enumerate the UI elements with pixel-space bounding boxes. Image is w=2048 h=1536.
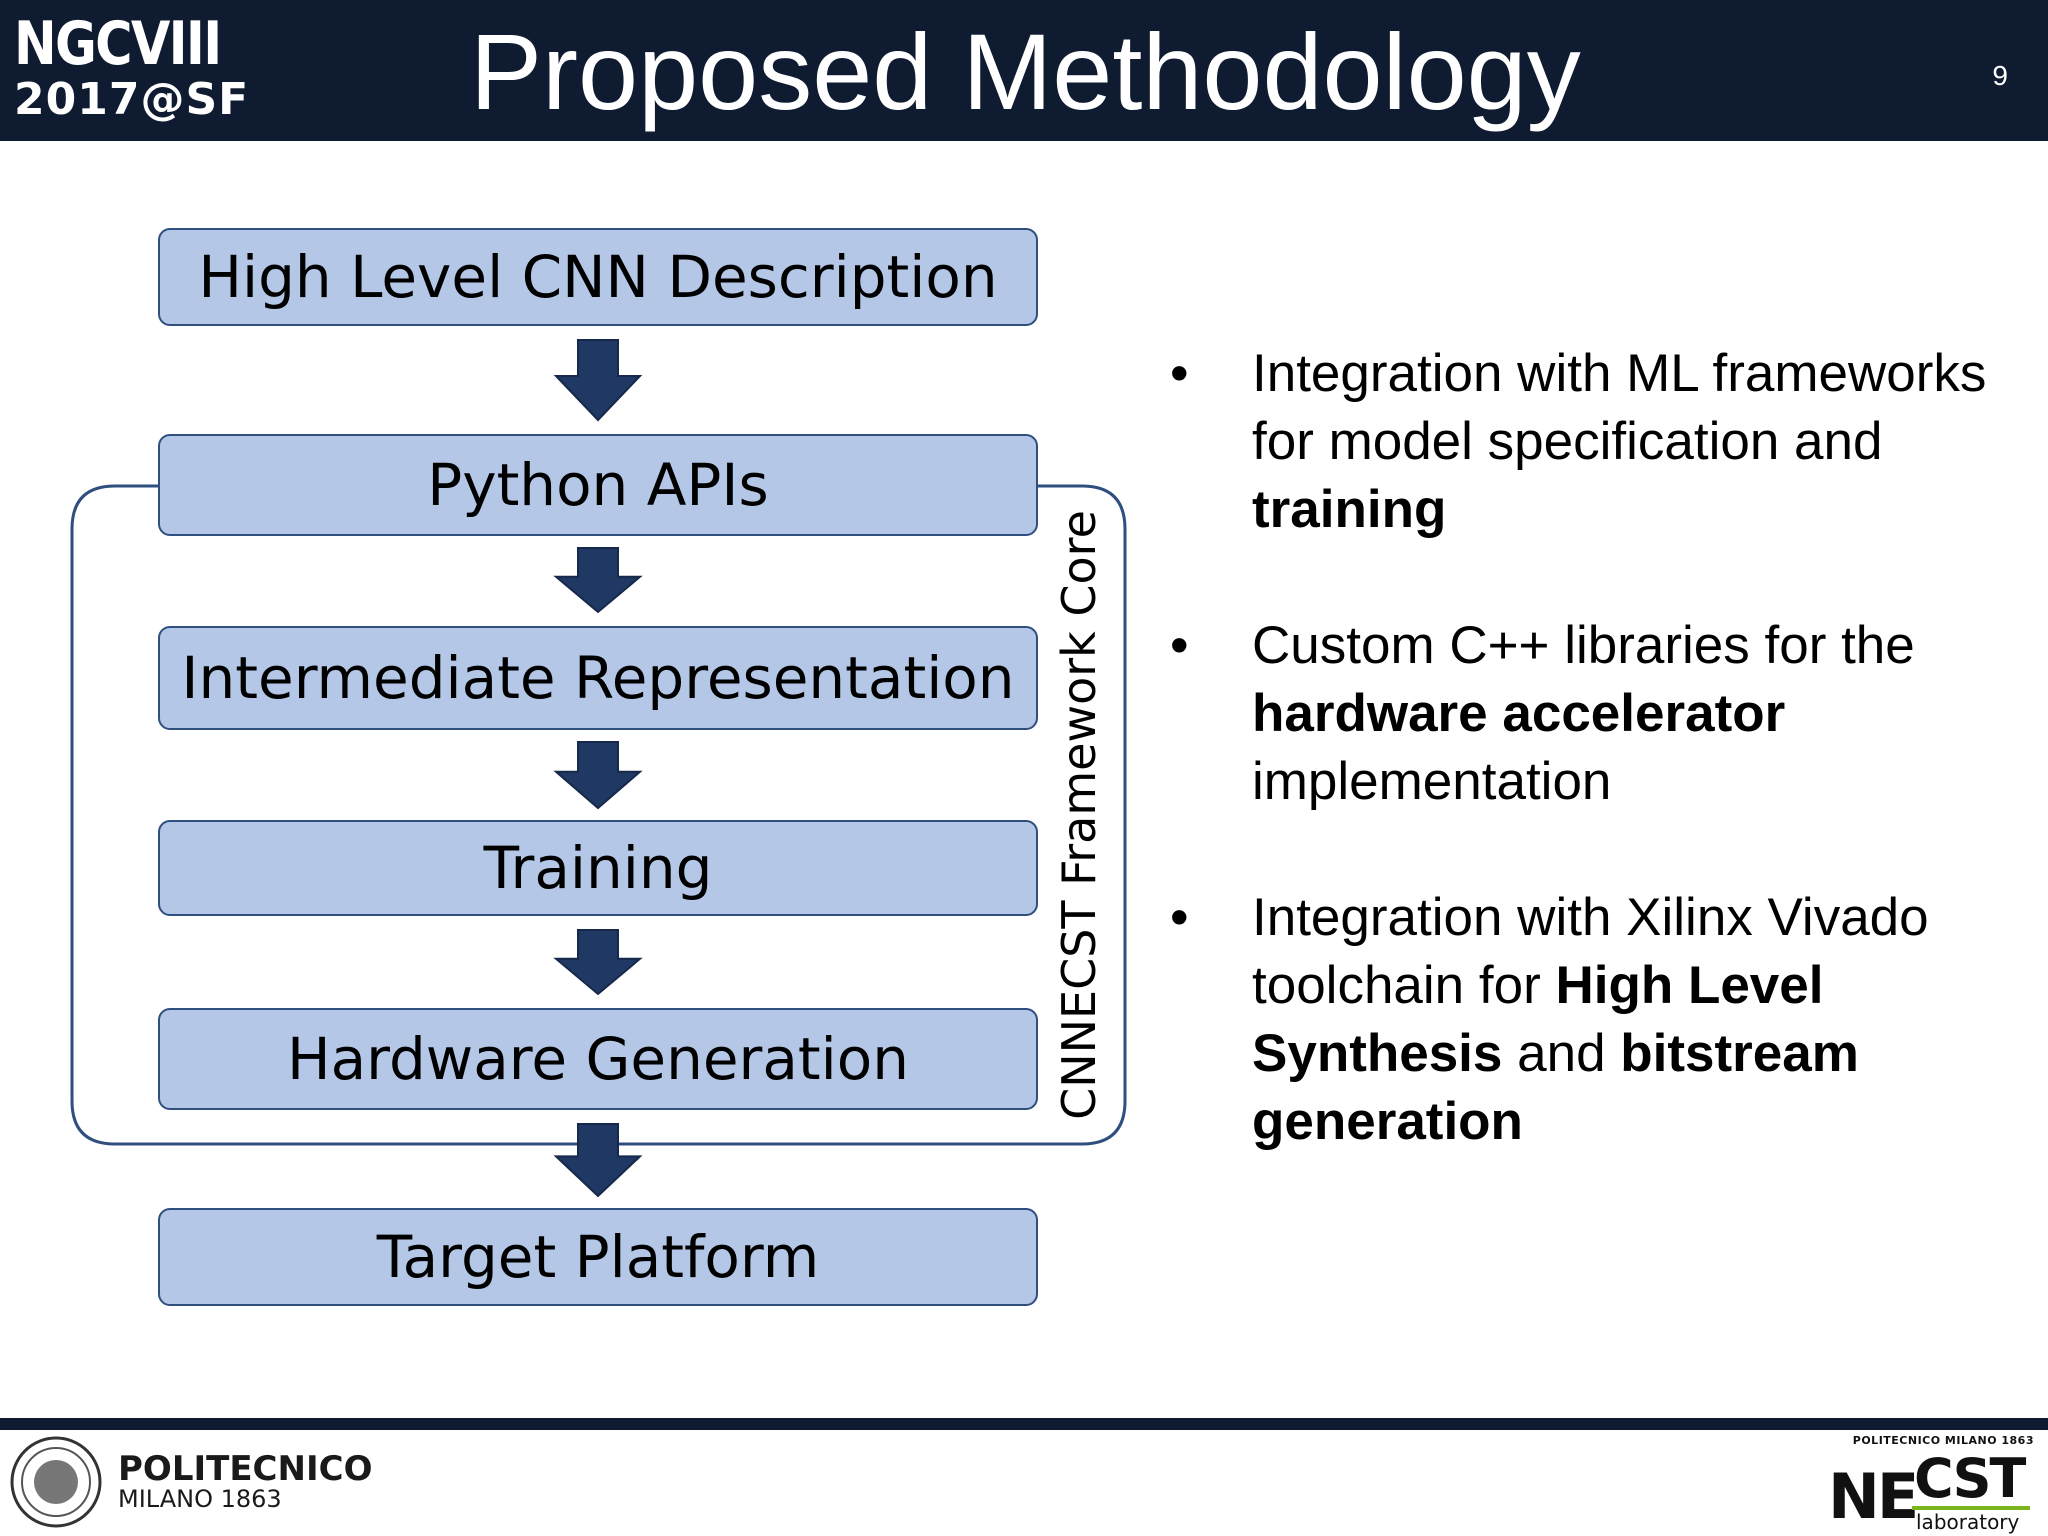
bullet-text: Integration with Xilinx Vivado toolchain… [1252, 888, 1929, 1015]
logo-line2: 2017@SF [14, 74, 250, 125]
down-arrow-4 [553, 929, 643, 996]
necst-cst: CST [1914, 1447, 2026, 1510]
down-arrow-1 [553, 339, 643, 422]
framework-label: CNNECST Framework Core [1052, 510, 1106, 1120]
necst-lab: laboratory [1916, 1510, 2020, 1534]
step-python-apis: Python APIs [158, 434, 1038, 536]
footer-bar [0, 1418, 2048, 1430]
bullet-bold-text: bitstream generation [1252, 1024, 1859, 1151]
down-arrow-3 [553, 741, 643, 810]
necst-green-bar [1912, 1506, 2030, 1510]
header-bar: NGCVIII 2017@SF Proposed Methodology 9 [0, 0, 2048, 141]
down-arrow-2 [553, 547, 643, 614]
bullet-bold-text: hardware accelerator [1252, 684, 1786, 743]
diagram-graphics: CNNECST Framework Core [70, 339, 1127, 1198]
polimi-seal-icon [10, 1436, 102, 1528]
bullet-item: • Custom C++ libraries for the hardware a… [1170, 612, 2030, 816]
step-training: Training [158, 820, 1038, 916]
ngc-logo: NGCVIII 2017@SF [14, 14, 257, 122]
bullet-bold-text: training [1252, 480, 1447, 539]
step-hardware-generation: Hardware Generation [158, 1008, 1038, 1110]
bullet-list: • Integration with ML frameworks for mode… [1170, 340, 2030, 1224]
polimi-name: POLITECNICO [118, 1448, 373, 1489]
logo-line1: NGCVIII [14, 9, 222, 79]
step-target-platform: Target Platform [158, 1208, 1038, 1306]
bullet-text: Custom C++ libraries for the [1252, 616, 1915, 675]
methodology-diagram: CNNECST Framework Core High Level CNN De… [0, 0, 1150, 1350]
page-number: 9 [1992, 60, 2008, 91]
necst-top-text: POLITECNICO MILANO 1863 [1852, 1434, 2034, 1447]
polimi-logo: POLITECNICO MILANO 1863 [8, 1434, 372, 1530]
necst-ne: NE [1828, 1460, 1919, 1533]
bullet-bold-text: High Level Synthesis [1252, 956, 1824, 1083]
bullet-text: implementation [1252, 752, 1612, 811]
bullet-text: and [1502, 1024, 1621, 1083]
polimi-sub: MILANO 1863 [118, 1485, 282, 1514]
bullet-item: • Integration with ML frameworks for mode… [1170, 340, 2030, 544]
bullet-dot-icon: • [1170, 888, 1189, 947]
step-high-level-cnn: High Level CNN Description [158, 228, 1038, 326]
bullet-text: Integration with ML frameworks for model… [1252, 344, 1987, 471]
bullet-dot-icon: • [1170, 344, 1189, 403]
step-intermediate-representation: Intermediate Representation [158, 626, 1038, 730]
necst-logo: POLITECNICO MILANO 1863 NE CST laborator… [1824, 1434, 2034, 1534]
bullet-item: • Integration with Xilinx Vivado toolchai… [1170, 884, 2030, 1156]
down-arrow-5 [553, 1123, 643, 1198]
slide-title: Proposed Methodology [470, 11, 1581, 132]
bullet-dot-icon: • [1170, 616, 1189, 675]
